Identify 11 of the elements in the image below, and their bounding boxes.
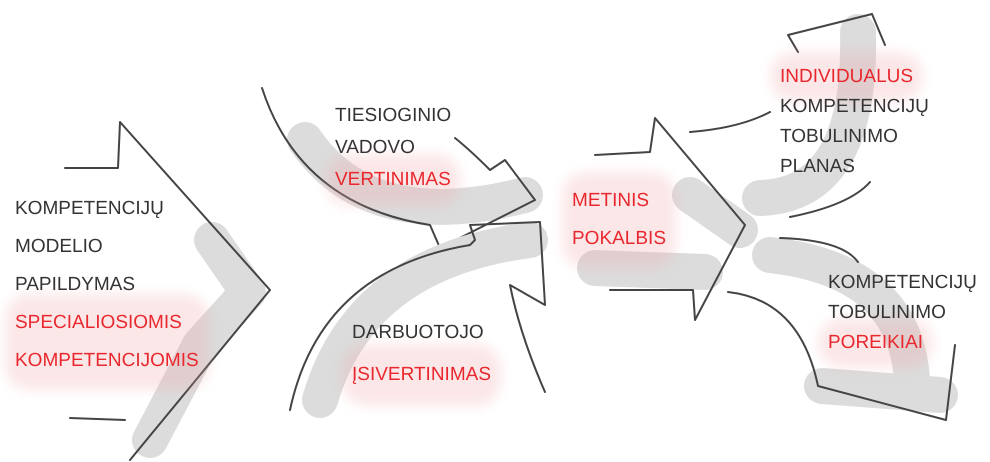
arrow-label: TIESIOGINIO VADOVO bbox=[335, 104, 452, 160]
arrow-label: KOMPETENCIJŲ TOBULINIMO PLANAS bbox=[780, 95, 929, 179]
highlighted-label: ĮSIVERTINIMAS bbox=[352, 354, 492, 396]
highlighted-label: POREIKIAI bbox=[828, 328, 924, 358]
arrow-label: DARBUOTOJO bbox=[352, 321, 484, 345]
highlighted-label: INDIVIDUALUS bbox=[780, 62, 914, 92]
highlighted-label: SPECIALIOSIOMIS KOMPETENCIJOMIS bbox=[15, 304, 199, 380]
highlighted-label: METINIS POKALBIS bbox=[572, 182, 666, 258]
highlighted-label: VERTINIMAS bbox=[335, 164, 451, 196]
arrow-label: KOMPETENCIJŲ TOBULINIMO bbox=[828, 271, 977, 325]
arrow-label: KOMPETENCIJŲ MODELIO PAPILDYMAS bbox=[15, 197, 164, 297]
